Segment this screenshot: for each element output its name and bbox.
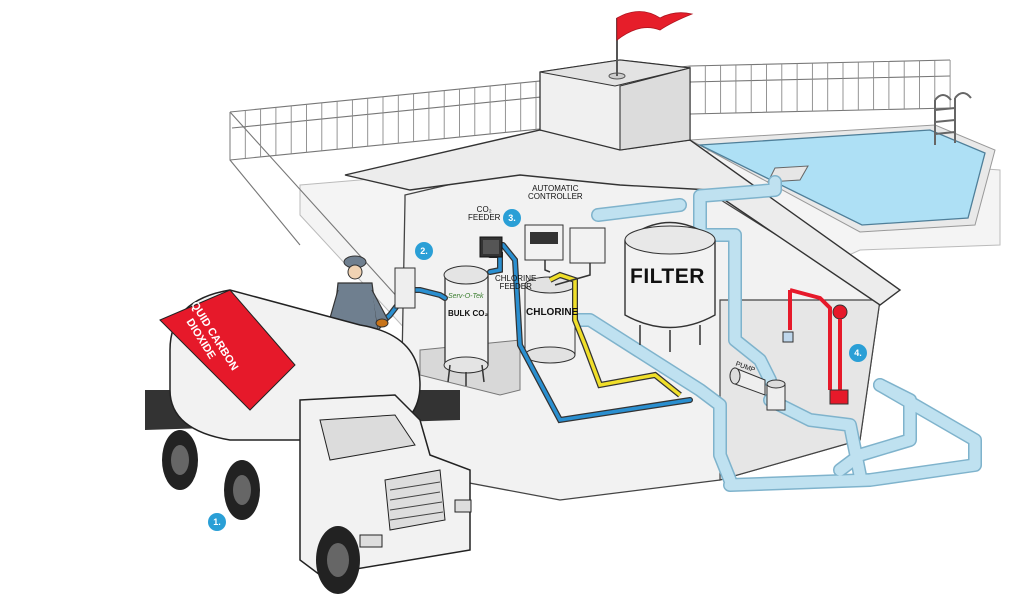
chlorine-line-fill bbox=[549, 273, 682, 397]
brand-label: Serv-O-Tek bbox=[448, 293, 484, 300]
pump bbox=[729, 367, 786, 411]
step-1-badge: 1. bbox=[208, 513, 226, 531]
pump-controller-wiring bbox=[782, 288, 849, 405]
tank-red-panel bbox=[159, 289, 296, 411]
bulk-co2-label: BULK CO₂ bbox=[448, 309, 488, 318]
bulk-co2-tank bbox=[443, 265, 489, 386]
swimming-pool bbox=[688, 92, 996, 233]
filter-label: FILTER bbox=[630, 265, 705, 288]
step-4-badge: 4. bbox=[849, 344, 867, 362]
flag bbox=[616, 11, 694, 76]
automatic-controller-label: AUTOMATIC CONTROLLER bbox=[528, 184, 583, 202]
co2-delivery-truck bbox=[145, 289, 472, 594]
co2-feeder-label: CO₂ FEEDER bbox=[468, 205, 501, 223]
step-3-badge: 3. bbox=[503, 209, 521, 227]
chlorine-feeder-label: CHLORINE FEEDER bbox=[495, 274, 537, 292]
filter-tank bbox=[624, 221, 716, 352]
step-2-badge: 2. bbox=[415, 242, 433, 260]
panels bbox=[394, 224, 606, 309]
chlorine-tank-label: CHLORINE bbox=[526, 307, 579, 318]
roof bbox=[344, 59, 902, 306]
